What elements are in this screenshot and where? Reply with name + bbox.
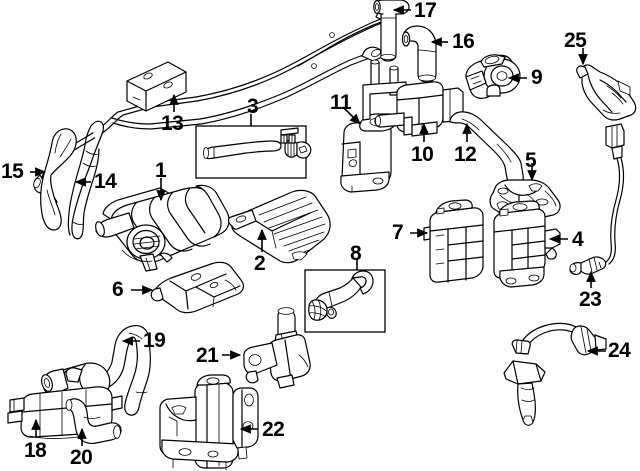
callout-label-17[interactable]: 17 bbox=[414, 0, 437, 22]
part-7-engine-control-module bbox=[423, 199, 484, 283]
part-22-mounting-bracket bbox=[159, 374, 259, 471]
callout-label-12[interactable]: 12 bbox=[454, 143, 477, 166]
callout-label-22[interactable]: 22 bbox=[262, 418, 285, 441]
callout-leaders bbox=[30, 5, 606, 446]
part-15-vapor-hose bbox=[40, 128, 77, 231]
part-9-purge-solenoid-valve bbox=[465, 54, 521, 99]
callout-label-14[interactable]: 14 bbox=[94, 170, 117, 193]
callout-label-23[interactable]: 23 bbox=[579, 288, 602, 311]
part-18-leak-detection-pump bbox=[7, 362, 123, 439]
callout-label-13[interactable]: 13 bbox=[161, 112, 184, 135]
callout-label-2[interactable]: 2 bbox=[254, 252, 266, 275]
part-24-oxygen-sensor-front bbox=[503, 322, 607, 426]
callout-label-11[interactable]: 11 bbox=[330, 91, 352, 114]
callout-label-9[interactable]: 9 bbox=[531, 66, 543, 89]
inset-box-8 bbox=[304, 258, 386, 333]
part-4-control-module-bracket bbox=[493, 200, 561, 288]
part-2-canister-cover bbox=[227, 189, 331, 264]
part-21-pressure-sensor-valve bbox=[243, 307, 311, 389]
part-17-tee-connector-hose bbox=[373, 0, 410, 62]
part-6-canister-bracket bbox=[150, 261, 244, 314]
callout-label-24[interactable]: 24 bbox=[608, 339, 631, 362]
callout-label-21[interactable]: 21 bbox=[196, 344, 219, 367]
callout-label-8[interactable]: 8 bbox=[350, 242, 362, 265]
callout-label-20[interactable]: 20 bbox=[70, 446, 93, 469]
part-10-vent-shut-valve bbox=[362, 59, 464, 137]
callout-label-16[interactable]: 16 bbox=[452, 30, 475, 53]
callout-label-1[interactable]: 1 bbox=[155, 159, 167, 182]
part-14-vapor-hose bbox=[67, 120, 104, 240]
callout-label-5[interactable]: 5 bbox=[525, 149, 537, 172]
callout-label-6[interactable]: 6 bbox=[112, 278, 124, 301]
callout-label-10[interactable]: 10 bbox=[411, 143, 434, 166]
callout-label-19[interactable]: 19 bbox=[143, 329, 166, 352]
part-16-elbow-hose bbox=[401, 25, 437, 83]
callout-label-25[interactable]: 25 bbox=[564, 29, 587, 52]
callout-label-15[interactable]: 15 bbox=[1, 160, 24, 183]
inset-box-3 bbox=[195, 114, 312, 179]
part-1-charcoal-canister bbox=[95, 184, 230, 272]
callout-label-3[interactable]: 3 bbox=[247, 95, 259, 118]
callout-label-4[interactable]: 4 bbox=[572, 228, 584, 251]
part-23-oxygen-sensor-rear bbox=[569, 123, 625, 275]
callout-label-18[interactable]: 18 bbox=[24, 439, 47, 462]
part-25-sensor-bracket bbox=[576, 64, 637, 121]
callout-label-7[interactable]: 7 bbox=[392, 221, 404, 244]
